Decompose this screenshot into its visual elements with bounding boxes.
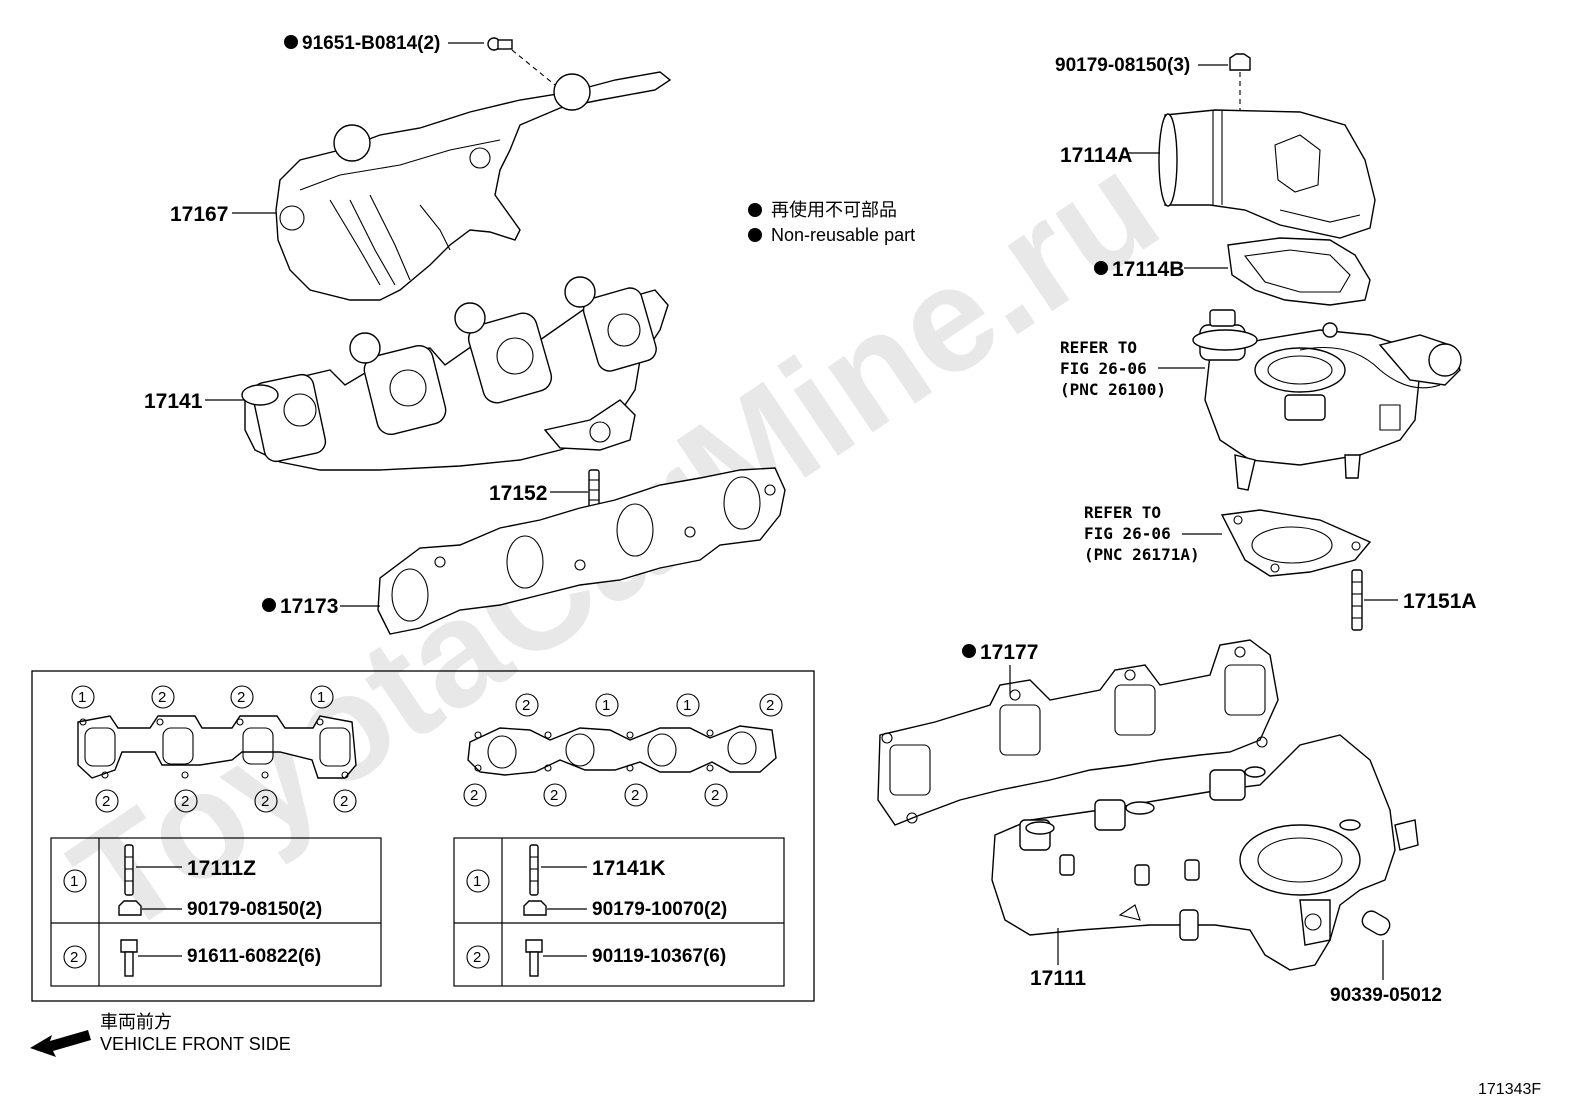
label-17167: 17167 <box>170 203 228 226</box>
gasket-26171A <box>1220 509 1372 577</box>
nut-90179 <box>1229 53 1251 112</box>
label-17141K: 17141K <box>592 857 666 880</box>
heat-insulator-17167 <box>275 71 672 301</box>
marker: 2 <box>158 689 166 706</box>
front-direction-arrow <box>30 1030 91 1057</box>
marker: 2 <box>470 787 478 804</box>
marker: 2 <box>102 793 110 810</box>
label-17177: 17177 <box>980 641 1038 664</box>
marker: 1 <box>683 697 691 714</box>
ref2-line3: (PNC 26171A) <box>1084 545 1200 564</box>
exhaust-manifold-17141 <box>241 276 669 471</box>
gasket-17173 <box>377 467 786 635</box>
intake-manifold-17111 <box>991 734 1419 971</box>
right-top-markers: 2 1 1 2 <box>515 693 783 717</box>
marker: 2 <box>522 697 530 714</box>
marker: 2 <box>766 697 774 714</box>
label-91611: 91611-60822(6) <box>187 946 321 967</box>
right-bottom-markers: 2 2 2 2 <box>463 783 728 807</box>
ref2-line2: FIG 26-06 <box>1084 524 1171 543</box>
label-17114B: 17114B <box>1112 258 1184 281</box>
figure-id: 171343F <box>1478 1081 1541 1098</box>
stud-17151A <box>1351 569 1363 631</box>
ref1-line2: FIG 26-06 <box>1060 359 1147 378</box>
marker: 1 <box>78 689 86 706</box>
plug-90339 <box>1361 910 1391 936</box>
egr-valve-assembly <box>1192 309 1462 491</box>
label-17114A: 17114A <box>1060 144 1132 167</box>
svg-text:1: 1 <box>473 873 481 890</box>
left-bottom-markers: 2 2 2 2 <box>95 789 357 813</box>
svg-text:1: 1 <box>70 873 78 890</box>
detail-box <box>31 670 815 1002</box>
legend-en: Non-reusable part <box>771 225 915 245</box>
marker: 1 <box>602 697 610 714</box>
marker: 2 <box>261 793 269 810</box>
direction-en: VEHICLE FRONT SIDE <box>100 1034 291 1054</box>
gasket-detail-left <box>77 715 357 779</box>
label-90179-08150: 90179-08150(3) <box>1055 55 1190 76</box>
svg-text:2: 2 <box>70 949 78 966</box>
marker: 2 <box>631 787 639 804</box>
marker: 2 <box>550 787 558 804</box>
gasket-17114B <box>1227 237 1371 306</box>
label-17152: 17152 <box>489 482 547 505</box>
table-right: 1 2 17141K 90179-10070(2) 90119-10367(6) <box>453 837 785 987</box>
marker: 2 <box>237 689 245 706</box>
svg-text:2: 2 <box>473 949 481 966</box>
table-left: 1 2 17111Z 90179-08150(2) 91611-60822(6) <box>50 837 382 987</box>
label-90179-08150-2: 90179-08150(2) <box>187 899 322 920</box>
label-90119: 90119-10367(6) <box>592 946 726 967</box>
label-17151A: 17151A <box>1403 590 1477 613</box>
non-reusable-marker <box>284 35 298 49</box>
label-17111Z: 17111Z <box>187 857 256 880</box>
gasket-detail-right <box>467 725 777 776</box>
intake-pipe-17114A <box>1158 109 1376 239</box>
ref2-line1: REFER TO <box>1084 503 1161 522</box>
ref1-line3: (PNC 26100) <box>1060 380 1166 399</box>
legend-jp: 再使用不可部品 <box>771 200 897 220</box>
gasket-17177 <box>877 639 1279 826</box>
direction-jp: 車両前方 <box>100 1012 172 1032</box>
label-91651: 91651-B0814(2) <box>302 33 440 54</box>
left-top-markers: 1 2 2 1 <box>71 685 334 709</box>
marker: 1 <box>317 689 325 706</box>
label-90179-10070: 90179-10070(2) <box>592 899 727 920</box>
marker: 2 <box>181 793 189 810</box>
ref1-line1: REFER TO <box>1060 338 1137 357</box>
label-17141: 17141 <box>144 390 203 413</box>
label-90339: 90339-05012 <box>1330 985 1442 1006</box>
marker: 2 <box>340 793 348 810</box>
label-17173: 17173 <box>280 595 338 618</box>
label-17111: 17111 <box>1030 967 1086 990</box>
bolt-91651 <box>487 37 556 86</box>
marker: 2 <box>711 787 719 804</box>
